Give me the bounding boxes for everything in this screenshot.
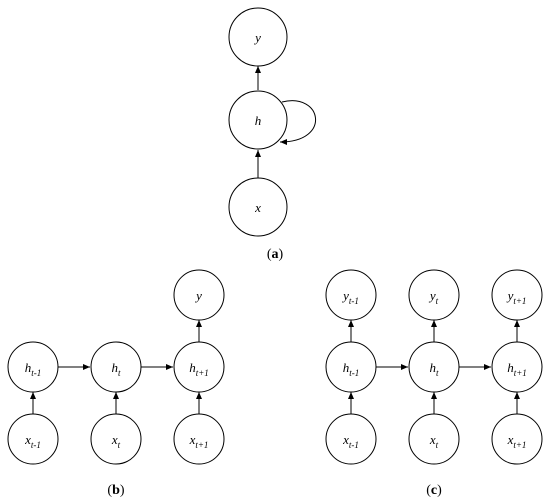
- node-c-y-t-plus-1: yt+1: [491, 269, 543, 321]
- node-b-h-t-plus-1: ht+1: [173, 341, 225, 393]
- panel-a: y h x (a): [228, 7, 317, 262]
- caption-a: (a): [267, 247, 284, 262]
- svg-text:x: x: [254, 200, 261, 215]
- svg-text:xt: xt: [111, 432, 121, 450]
- svg-text:ht+1: ht+1: [507, 360, 527, 378]
- node-b-x-t: xt: [90, 413, 142, 465]
- panel-b: y ht-1 ht ht+1 xt-1 xt xt+1 (b): [7, 269, 225, 498]
- caption-b: (b): [107, 483, 124, 498]
- svg-text:yt+1: yt+1: [506, 288, 527, 306]
- node-c-x-t-minus-1: xt-1: [325, 413, 377, 465]
- node-b-h-t-minus-1: ht-1: [7, 341, 59, 393]
- node-c-h-t: ht: [408, 341, 460, 393]
- node-c-x-t-plus-1: xt+1: [491, 413, 543, 465]
- svg-text:ht+1: ht+1: [189, 360, 209, 378]
- svg-text:xt: xt: [429, 432, 439, 450]
- node-b-y: y: [173, 269, 225, 321]
- node-c-h-t-plus-1: ht+1: [491, 341, 543, 393]
- svg-text:xt+1: xt+1: [189, 432, 209, 450]
- svg-text:y: y: [253, 30, 261, 45]
- caption-c: (c): [426, 483, 442, 498]
- node-c-y-t-minus-1: yt-1: [325, 269, 377, 321]
- node-b-x-t-plus-1: xt+1: [173, 413, 225, 465]
- svg-text:ht-1: ht-1: [343, 360, 360, 378]
- node-c-h-t-minus-1: ht-1: [325, 341, 377, 393]
- svg-text:ht: ht: [111, 360, 121, 378]
- svg-text:ht: ht: [429, 360, 439, 378]
- node-c-y-t: yt: [408, 269, 460, 321]
- svg-text:y: y: [194, 288, 202, 303]
- svg-text:yt-1: yt-1: [341, 288, 359, 306]
- node-a-h: h: [228, 90, 288, 150]
- edge-h-recurrent: [279, 100, 317, 145]
- node-b-x-t-minus-1: xt-1: [7, 413, 59, 465]
- panel-c: yt-1 yt yt+1 ht-1 ht ht+1 xt-1 xt: [325, 269, 543, 498]
- svg-text:ht-1: ht-1: [25, 360, 42, 378]
- svg-text:xt-1: xt-1: [342, 432, 359, 450]
- svg-text:yt: yt: [428, 288, 439, 306]
- node-c-x-t: xt: [408, 413, 460, 465]
- svg-text:xt-1: xt-1: [24, 432, 41, 450]
- svg-text:xt+1: xt+1: [507, 432, 527, 450]
- node-b-h-t: ht: [90, 341, 142, 393]
- node-a-y: y: [228, 7, 288, 67]
- node-a-x: x: [228, 177, 288, 237]
- svg-text:h: h: [255, 113, 262, 128]
